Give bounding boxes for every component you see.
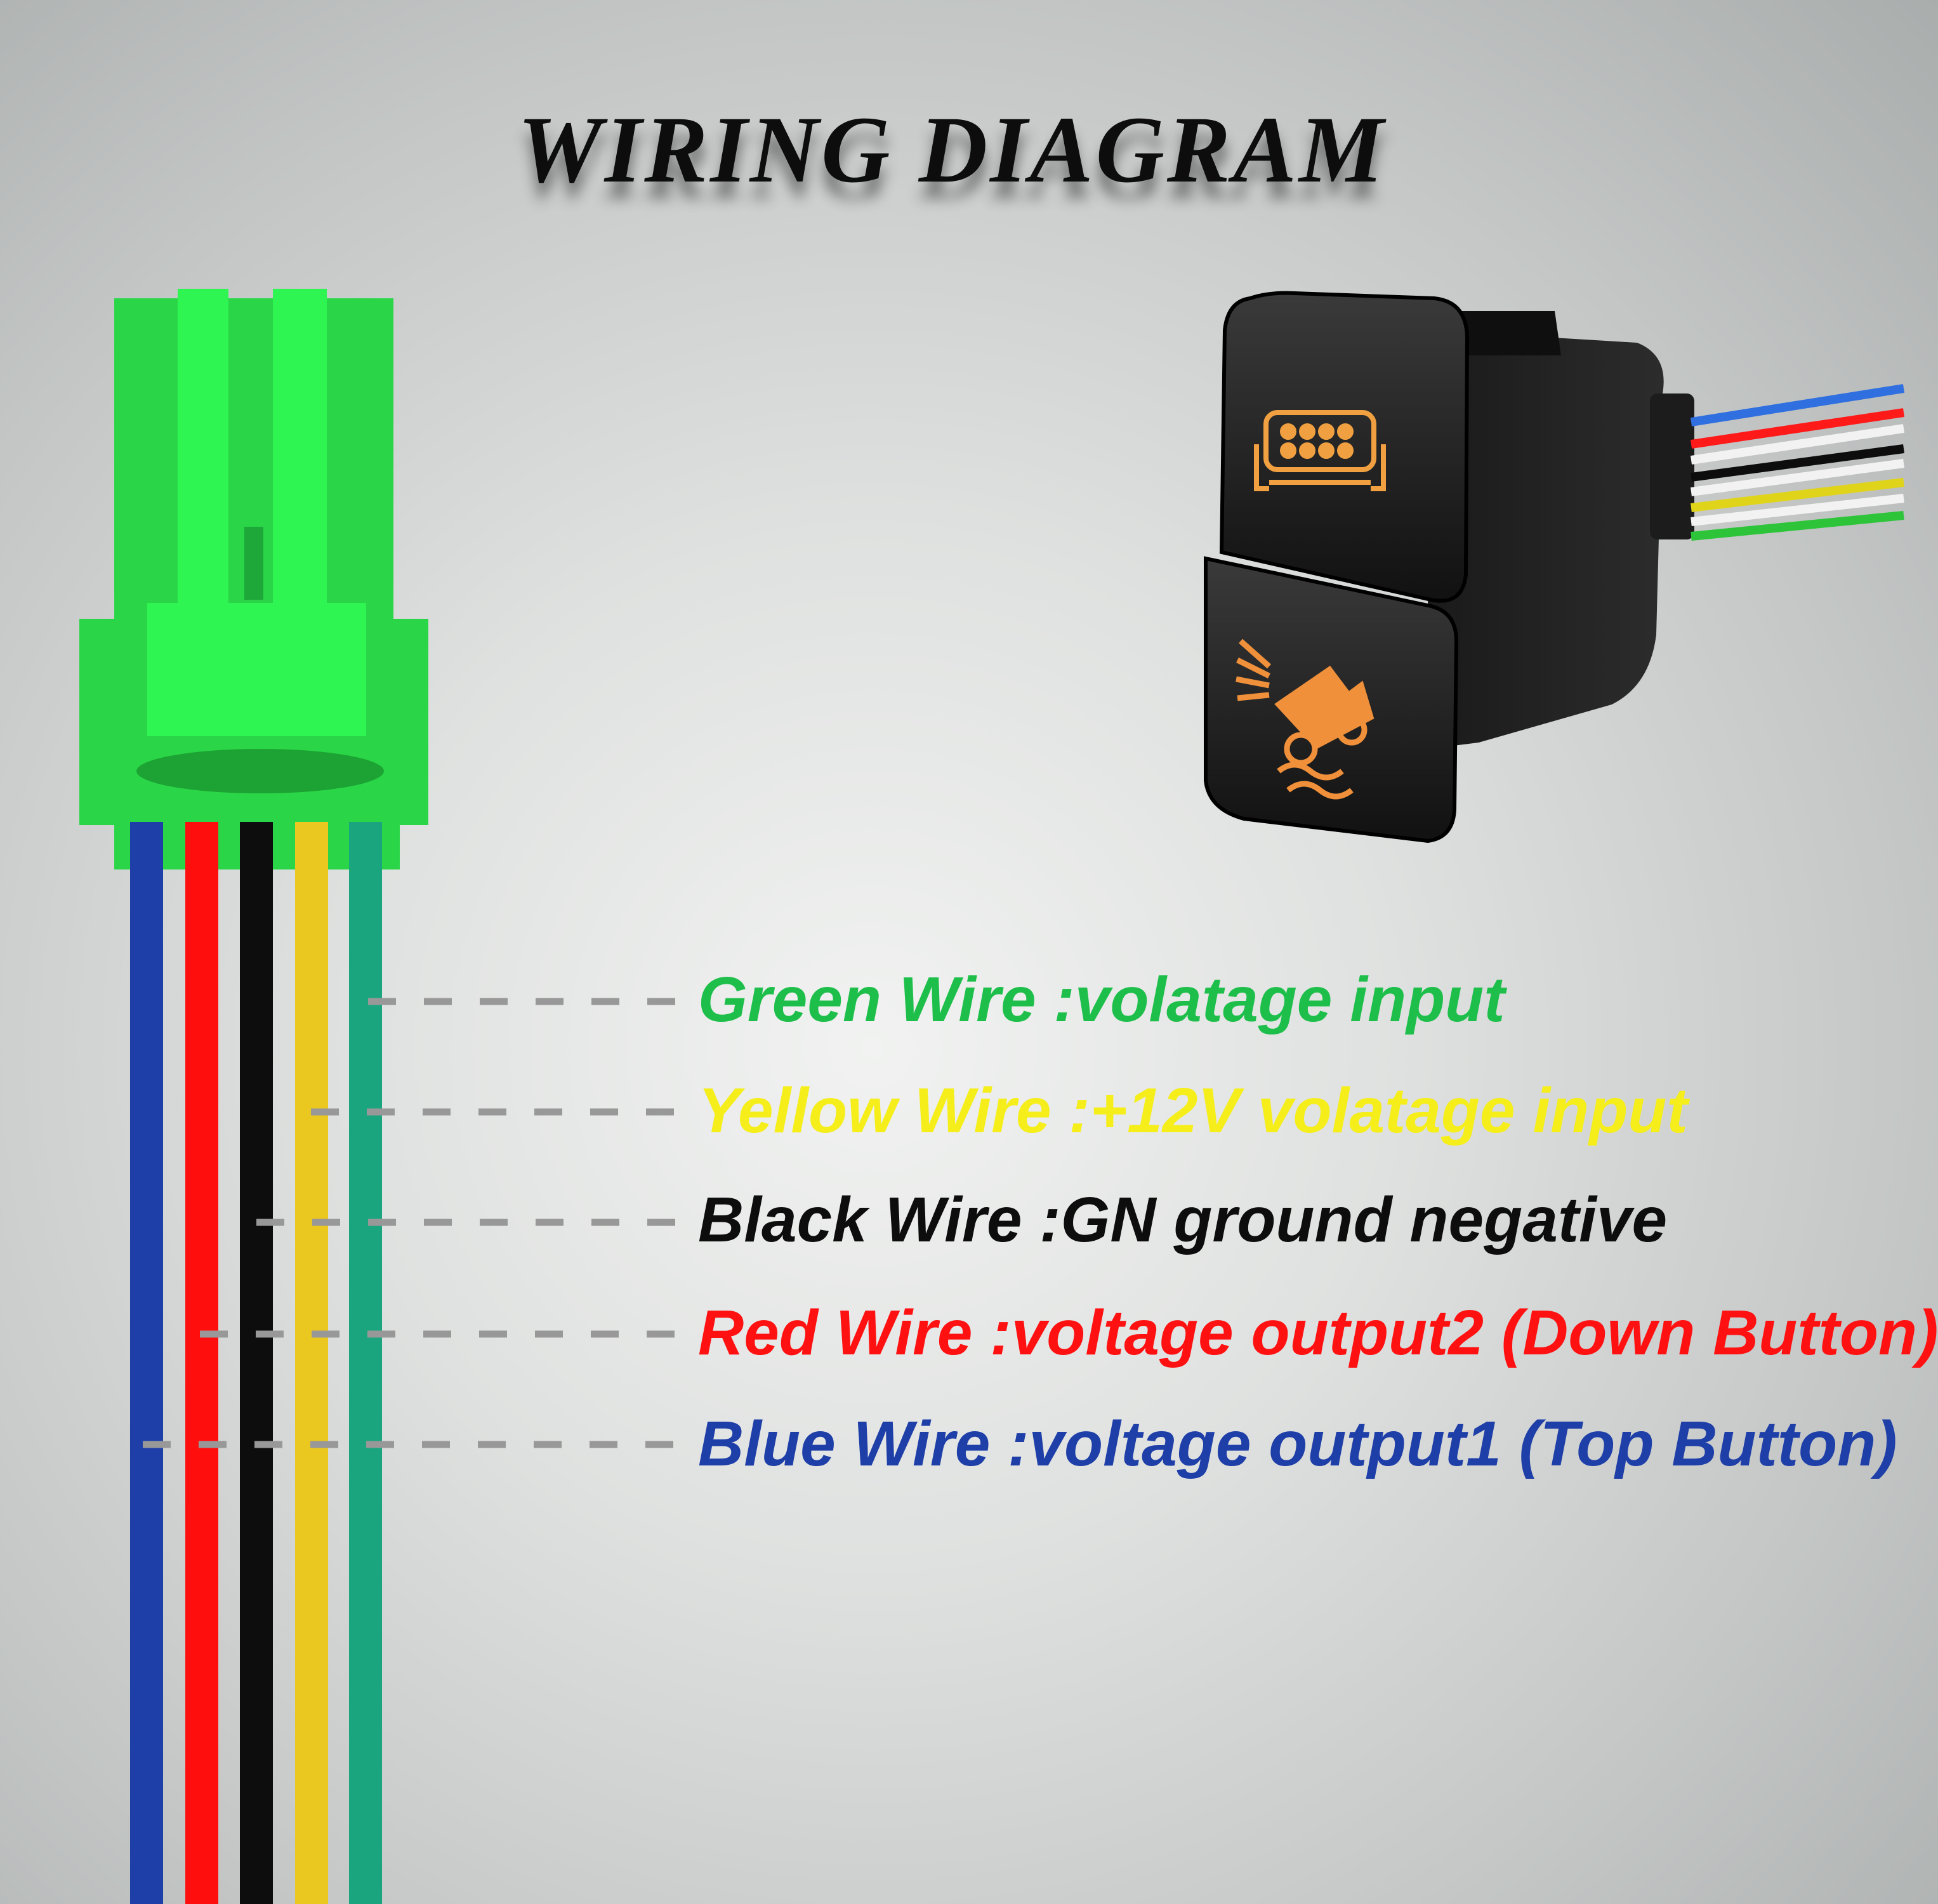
switch-wire-red: [1690, 408, 1905, 449]
switch-housing: [1428, 330, 1664, 749]
wire-black: [240, 822, 273, 1904]
connector-tab-right: [273, 289, 327, 644]
label-black-wire: Black Wire :GN ground negative: [698, 1184, 1668, 1255]
connector-latch: [147, 603, 366, 736]
switch-wire-white2: [1691, 459, 1904, 496]
offroad-vehicle-icon: [1236, 638, 1374, 800]
switch-wire-white: [1690, 424, 1905, 465]
light-bar-icon: [1254, 410, 1386, 491]
label-blue-wire: Blue Wire :voltage output1 (Top Button): [698, 1408, 1897, 1479]
leader-lines: [143, 998, 692, 1448]
label-yellow-wire: Yellow Wire :+12V volatage input: [698, 1075, 1688, 1146]
switch-terminal-block: [1650, 393, 1694, 539]
wire-green: [349, 822, 382, 1904]
label-green-wire: Green Wire :volatage input: [698, 964, 1505, 1035]
switch-wire-black: [1691, 444, 1904, 482]
wire-red: [185, 822, 218, 1904]
switch-wires: [1690, 384, 1905, 541]
wire-bundle: [130, 822, 382, 1904]
connector-tab-left: [178, 289, 228, 644]
connector-shadow: [136, 749, 384, 793]
switch-wire-green: [1691, 511, 1904, 541]
switch-wire-white3: [1691, 494, 1904, 526]
connector-tab-slot: [244, 527, 263, 600]
diagram-title: WIRING DIAGRAM: [517, 97, 1387, 202]
switch-wire-yellow: [1691, 478, 1904, 512]
wire-yellow: [295, 822, 328, 1904]
rocker-switch: [1204, 291, 1905, 843]
label-red-wire: Red Wire :voltage output2 (Down Button): [698, 1297, 1938, 1368]
switch-wire-blue: [1690, 384, 1905, 426]
switch-housing-side: [1460, 311, 1561, 355]
connector: [79, 289, 428, 869]
wire-blue: [130, 822, 163, 1904]
